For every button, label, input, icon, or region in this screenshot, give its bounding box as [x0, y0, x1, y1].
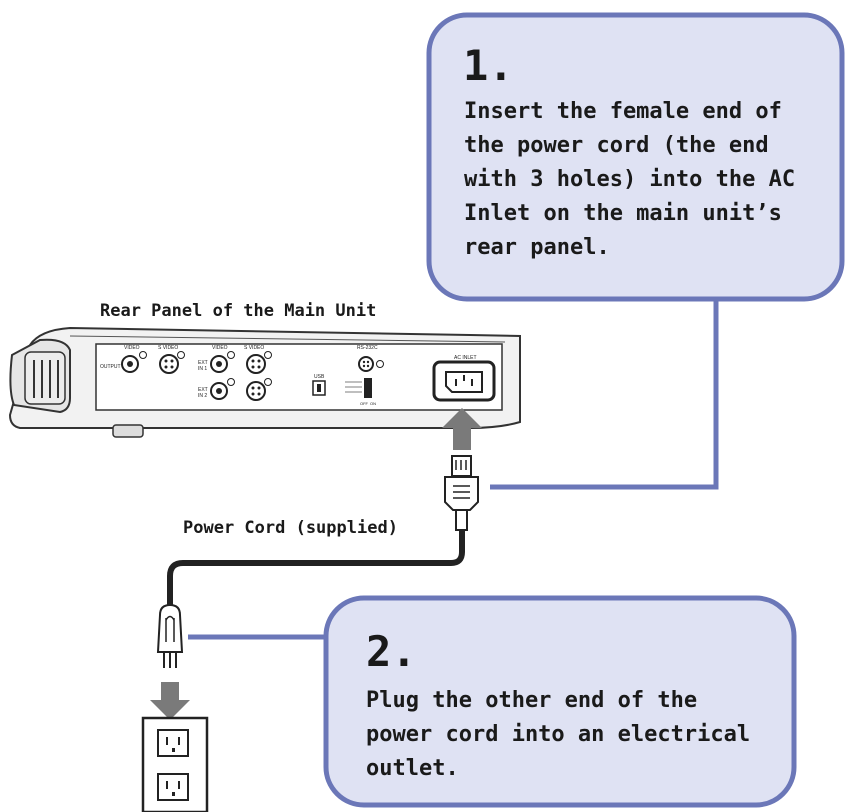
outlet-icon [141, 716, 209, 812]
step2-line-2: power cord into an electrical [366, 722, 750, 747]
female-connector-icon [444, 455, 479, 531]
step1-line-2: the power cord (the end [464, 133, 769, 158]
panel-ext-in1-label-b: IN 1 [198, 366, 207, 372]
panel-off-label: OFF [360, 401, 369, 406]
step1-callout: 1. Insert the female end of the power co… [426, 12, 845, 302]
step1-connector-line [490, 298, 719, 490]
panel-on-label: ON [370, 401, 376, 406]
panel-output-label: OUTPUT [100, 364, 121, 370]
plug-icon [156, 603, 184, 668]
panel-ac-inlet-label: AC INLET [454, 355, 477, 361]
step1-line-4: Inlet on the main unit’s [464, 201, 782, 226]
panel-rs232c-label: RS-232C [357, 345, 378, 351]
panel-ext-in2-label: EXT [198, 387, 208, 393]
ac-inlet-socket [432, 360, 496, 402]
rear-panel-label: Rear Panel of the Main Unit [100, 301, 376, 321]
down-arrow-icon [150, 682, 190, 720]
step2-line-3: outlet. [366, 756, 459, 781]
panel-video-label-2: VIDEO [212, 345, 228, 351]
step2-number: 2. [366, 627, 417, 676]
panel-svideo-label-2: S VIDEO [244, 345, 264, 351]
power-cord-label: Power Cord (supplied) [183, 518, 398, 538]
step2-line-1: Plug the other end of the [366, 688, 697, 713]
panel-ext-in1-label: EXT [198, 360, 208, 366]
panel-usb-label: USB [314, 374, 325, 380]
step2-callout: 2. Plug the other end of the power cord … [323, 595, 797, 808]
step1-number: 1. [463, 41, 514, 90]
step1-line-5: rear panel. [464, 235, 610, 260]
panel-svideo-label-1: S VIDEO [158, 345, 178, 351]
up-arrow-icon [442, 408, 482, 450]
main-unit-rear-panel: VIDEO S VIDEO OUTPUT VIDEO S VIDEO EXT I… [8, 326, 521, 438]
panel-ext-in2-label-b: IN 2 [198, 393, 207, 399]
power-cord [167, 530, 465, 612]
step1-line-1: Insert the female end of [464, 99, 782, 124]
step1-line-3: with 3 holes) into the AC [464, 167, 795, 192]
panel-video-label-1: VIDEO [124, 345, 140, 351]
